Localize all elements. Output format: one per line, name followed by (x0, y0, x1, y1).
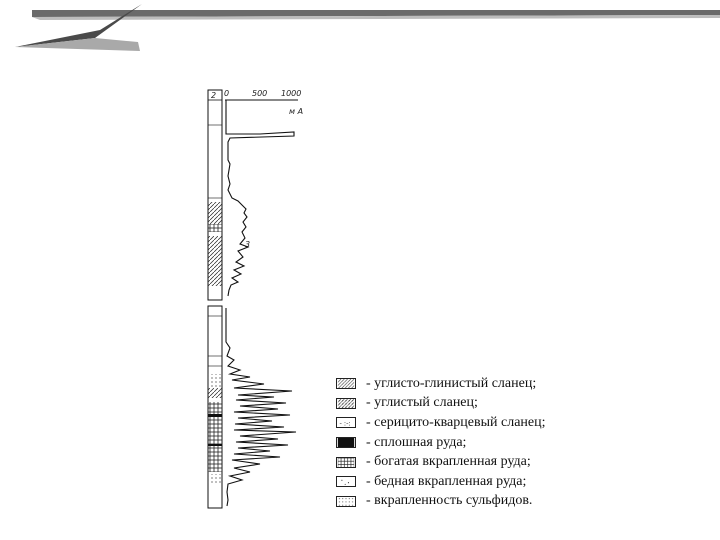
legend-item: - богатая вкрапленная руда; (336, 452, 546, 472)
lower-solid-band-1 (208, 414, 222, 417)
tick-0: 0 (224, 89, 229, 98)
axis-unit: м A (289, 107, 303, 116)
lower-dot-zone-2 (208, 474, 222, 484)
legend-label: - вкрапленность сульфидов. (366, 493, 533, 509)
legend-label: - углисто-глинистый сланец; (366, 375, 537, 391)
upper-hatch-zone-1 (208, 202, 222, 224)
svg-text:- :-:: - :-: (339, 420, 350, 428)
legend-item: - вкрапленность сульфидов. (336, 492, 546, 512)
legend-swatch-sparse-dots (336, 476, 356, 488)
legend-swatch-hatch-dense (336, 397, 356, 409)
lower-curve (225, 308, 297, 507)
logo-top-bar (32, 10, 720, 17)
upper-curve (225, 100, 295, 297)
legend-label: - бедная вкрапленная руда; (366, 473, 527, 489)
upper-grid-zone (208, 224, 222, 232)
lower-dot-zone-1 (208, 374, 222, 388)
logo-arrow-dark (15, 4, 142, 47)
legend-swatch-hatch-light (336, 378, 356, 390)
legend-label: - углистый сланец; (366, 395, 478, 411)
lower-hatch-zone (208, 388, 222, 398)
legend-label: - богатая вкрапленная руда; (366, 454, 531, 470)
legend-swatch-grid (336, 456, 356, 468)
column-label: 2 (211, 91, 216, 100)
legend-swatch-dash-dot: - :-: (336, 417, 356, 429)
lower-grid-zone (208, 402, 222, 472)
legend: - углисто-глинистый сланец; - углистый с… (336, 374, 546, 511)
tick-1000: 1000 (281, 89, 301, 98)
legend-swatch-solid (336, 437, 356, 449)
upper-column-frame (207, 89, 223, 301)
tick-500: 500 (252, 89, 267, 98)
legend-item: - сплошная руда; (336, 433, 546, 453)
upper-hatch-zone-2 (208, 236, 222, 286)
legend-item: - :-: - серицито-кварцевый сланец; (336, 413, 546, 433)
curve-label: 3 (245, 240, 250, 249)
legend-item: - бедная вкрапленная руда; (336, 472, 546, 492)
lower-solid-band-2 (208, 444, 222, 446)
legend-item: - углисто-глинистый сланец; (336, 374, 546, 394)
legend-label: - сплошная руда; (366, 434, 467, 450)
legend-swatch-dots (336, 495, 356, 507)
legend-item: - углистый сланец; (336, 394, 546, 414)
corner-logo (15, 4, 720, 51)
legend-label: - серицито-кварцевый сланец; (366, 414, 546, 430)
logo-top-bar-shade (32, 15, 720, 20)
logo-arrow-light (15, 38, 140, 51)
well-log-figure: 2 0 500 1000 м A 3 (207, 89, 303, 509)
